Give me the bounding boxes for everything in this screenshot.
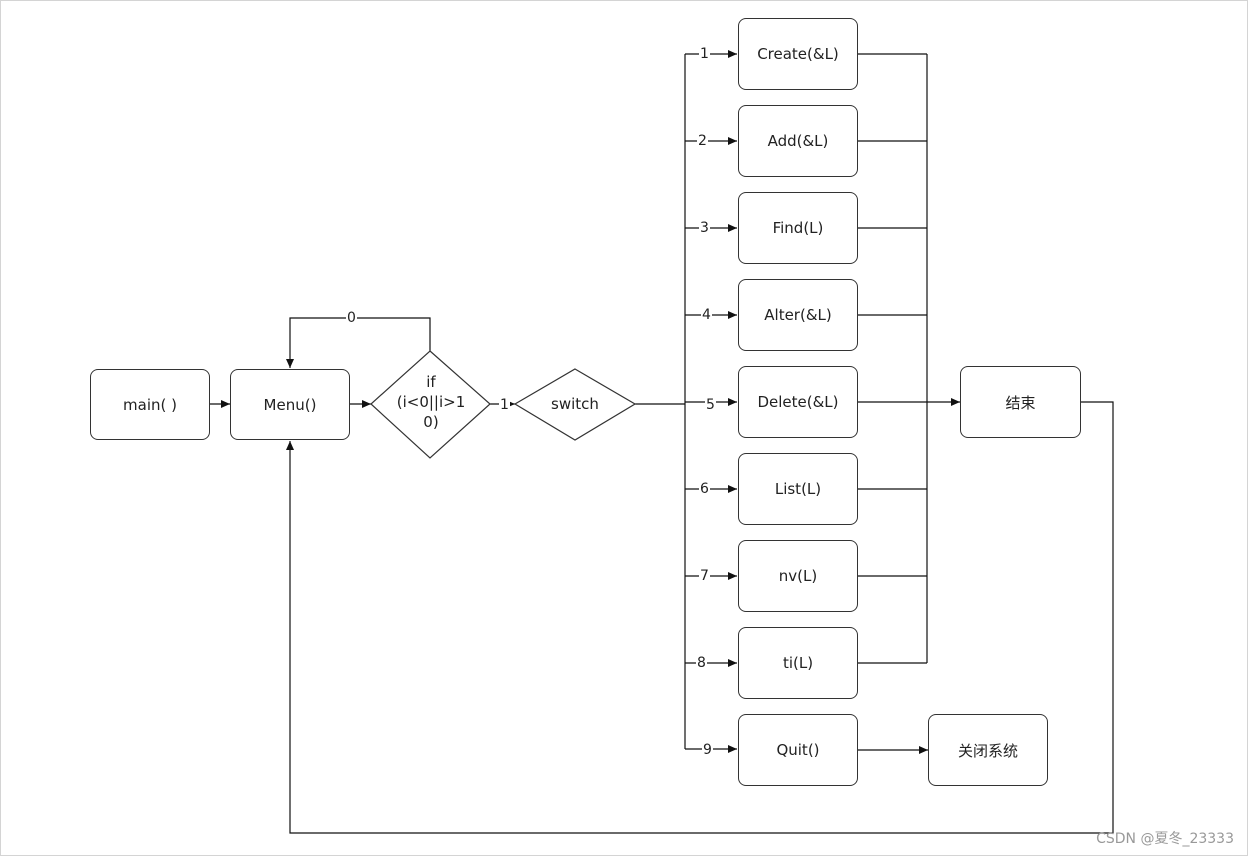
- switch-decision-shape: [513, 368, 637, 441]
- yes-label: 1: [499, 397, 510, 413]
- edge-if-loop: [286, 317, 431, 368]
- if-line-2: (i<0||i>1: [396, 393, 466, 411]
- case-num-1: 1: [699, 46, 710, 62]
- case-node-delete: Delete(&L): [738, 366, 858, 438]
- case-num-5: 5: [705, 397, 716, 413]
- case-node-create: Create(&L): [738, 18, 858, 90]
- end-node: 结束: [960, 366, 1081, 438]
- if-condition-text: if (i<0||i>1 0): [386, 372, 476, 432]
- case-node-nv: nv(L): [738, 540, 858, 612]
- edge-end-menu: [286, 401, 1114, 834]
- menu-node: Menu(): [230, 369, 350, 440]
- case-node-alter: Alter(&L): [738, 279, 858, 351]
- case-num-7: 7: [699, 568, 710, 584]
- case-num-3: 3: [699, 220, 710, 236]
- case-num-2: 2: [697, 133, 708, 149]
- loop-label: 0: [346, 310, 357, 326]
- case-node-add: Add(&L): [738, 105, 858, 177]
- case-num-4: 4: [701, 307, 712, 323]
- case-node-quit: Quit(): [738, 714, 858, 786]
- main-node: main( ): [90, 369, 210, 440]
- if-line-3: 0): [423, 413, 439, 431]
- case-num-9: 9: [702, 742, 713, 758]
- case-node-list: List(L): [738, 453, 858, 525]
- if-decision-shape: [370, 350, 491, 459]
- switch-text: switch: [551, 395, 599, 413]
- if-line-1: if: [426, 373, 436, 391]
- case-num-6: 6: [699, 481, 710, 497]
- case-node-ti: ti(L): [738, 627, 858, 699]
- case-node-find: Find(L): [738, 192, 858, 264]
- watermark: CSDN @夏冬_23333: [1096, 831, 1234, 847]
- case-num-8: 8: [696, 655, 707, 671]
- close-system-node: 关闭系统: [928, 714, 1048, 786]
